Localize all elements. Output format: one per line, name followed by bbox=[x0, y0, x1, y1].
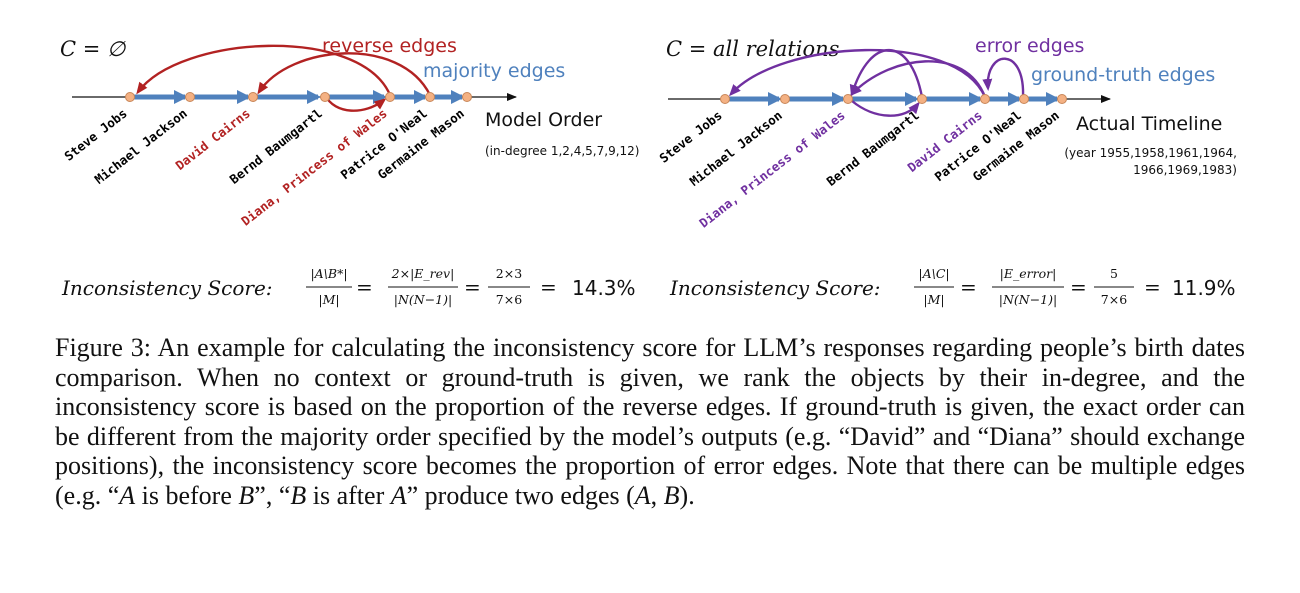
caption-text: Figure 3: An example for calculating the… bbox=[55, 333, 1245, 510]
caption-text: , bbox=[650, 480, 664, 510]
score-result: 14.3% bbox=[572, 276, 636, 300]
node-circle bbox=[462, 92, 472, 102]
math-var: B bbox=[238, 480, 255, 510]
right-panel: C = all relations error edges ground-tru… bbox=[656, 35, 1237, 307]
score-result: 11.9% bbox=[1172, 276, 1236, 300]
model-order-title: Model Order bbox=[485, 109, 602, 131]
figure-diagram: C = ∅ reverse edges majority edges Steve… bbox=[60, 35, 1237, 307]
right-score-formula: Inconsistency Score: |A\C| |M| = |E_erro… bbox=[669, 266, 1236, 307]
node-circle bbox=[1057, 94, 1067, 104]
fraction-numerator: 2×3 bbox=[496, 266, 522, 281]
equals-sign: = bbox=[1144, 275, 1161, 299]
node-circle bbox=[1019, 94, 1029, 104]
fraction-numerator: 2×|E_rev| bbox=[391, 266, 455, 281]
node-circle bbox=[720, 94, 730, 104]
node-circle bbox=[248, 92, 258, 102]
math-var: B bbox=[663, 480, 680, 510]
error-edges-label: error edges bbox=[975, 35, 1084, 57]
math-var: B bbox=[290, 480, 307, 510]
fraction-denominator: |M| bbox=[318, 292, 339, 307]
node-circle bbox=[185, 92, 195, 102]
equals-sign: = bbox=[960, 275, 977, 299]
timeline-note-line1: (year 1955,1958,1961,1964, bbox=[1064, 146, 1237, 160]
caption-text: is after bbox=[306, 480, 391, 510]
caption-text: ). bbox=[679, 480, 695, 510]
node-circle bbox=[917, 94, 927, 104]
node-circle bbox=[843, 94, 853, 104]
node-circle bbox=[780, 94, 790, 104]
majority-edges-label: majority edges bbox=[423, 60, 565, 82]
equals-sign: = bbox=[1070, 275, 1087, 299]
fraction-numerator: 5 bbox=[1110, 266, 1118, 281]
node-circle bbox=[980, 94, 990, 104]
math-var: A bbox=[119, 480, 136, 510]
error-edge bbox=[728, 48, 987, 98]
score-prefix: Inconsistency Score: bbox=[61, 276, 273, 300]
node-circle bbox=[425, 92, 435, 102]
left-score-formula: Inconsistency Score: |A\B*| |M| = 2×|E_r… bbox=[61, 266, 636, 307]
math-var: A bbox=[634, 480, 651, 510]
error-edge bbox=[849, 60, 987, 98]
error-edge bbox=[982, 57, 1025, 98]
reverse-edge bbox=[136, 44, 392, 96]
fraction-numerator: |A\B*| bbox=[310, 266, 347, 281]
fraction-denominator: 7×6 bbox=[496, 292, 522, 307]
node-circle bbox=[385, 92, 395, 102]
fraction-numerator: |A\C| bbox=[918, 266, 949, 281]
equals-sign: = bbox=[540, 275, 557, 299]
figure-caption: Figure 3: An example for calculating the… bbox=[55, 333, 1245, 510]
actual-timeline-title: Actual Timeline bbox=[1076, 113, 1222, 135]
fraction-denominator: 7×6 bbox=[1101, 292, 1127, 307]
fraction-numerator: |E_error| bbox=[1000, 266, 1057, 281]
node-circle bbox=[320, 92, 330, 102]
math-var: A bbox=[390, 480, 407, 510]
caption-text: is before bbox=[135, 480, 239, 510]
fraction-denominator: |N(N−1)| bbox=[394, 292, 452, 307]
left-panel: C = ∅ reverse edges majority edges Steve… bbox=[60, 35, 639, 307]
fraction-denominator: |M| bbox=[923, 292, 944, 307]
equals-sign: = bbox=[464, 275, 481, 299]
fraction-denominator: |N(N−1)| bbox=[999, 292, 1057, 307]
score-prefix: Inconsistency Score: bbox=[669, 276, 881, 300]
equals-sign: = bbox=[356, 275, 373, 299]
error-edge bbox=[849, 49, 924, 98]
model-order-note: (in-degree 1,2,4,5,7,9,12) bbox=[485, 144, 639, 158]
caption-text: ”, “ bbox=[254, 480, 291, 510]
right-context-label: C = all relations bbox=[666, 37, 840, 61]
reverse-edge bbox=[257, 52, 432, 96]
node-circle bbox=[125, 92, 135, 102]
reverse-edges-label: reverse edges bbox=[322, 35, 457, 57]
left-context-label: C = ∅ bbox=[60, 37, 127, 61]
error-edge bbox=[851, 100, 920, 117]
ground-truth-edges-label: ground-truth edges bbox=[1031, 64, 1215, 86]
caption-text: ” produce two edges ( bbox=[406, 480, 635, 510]
timeline-note-line2: 1966,1969,1983) bbox=[1133, 163, 1237, 177]
